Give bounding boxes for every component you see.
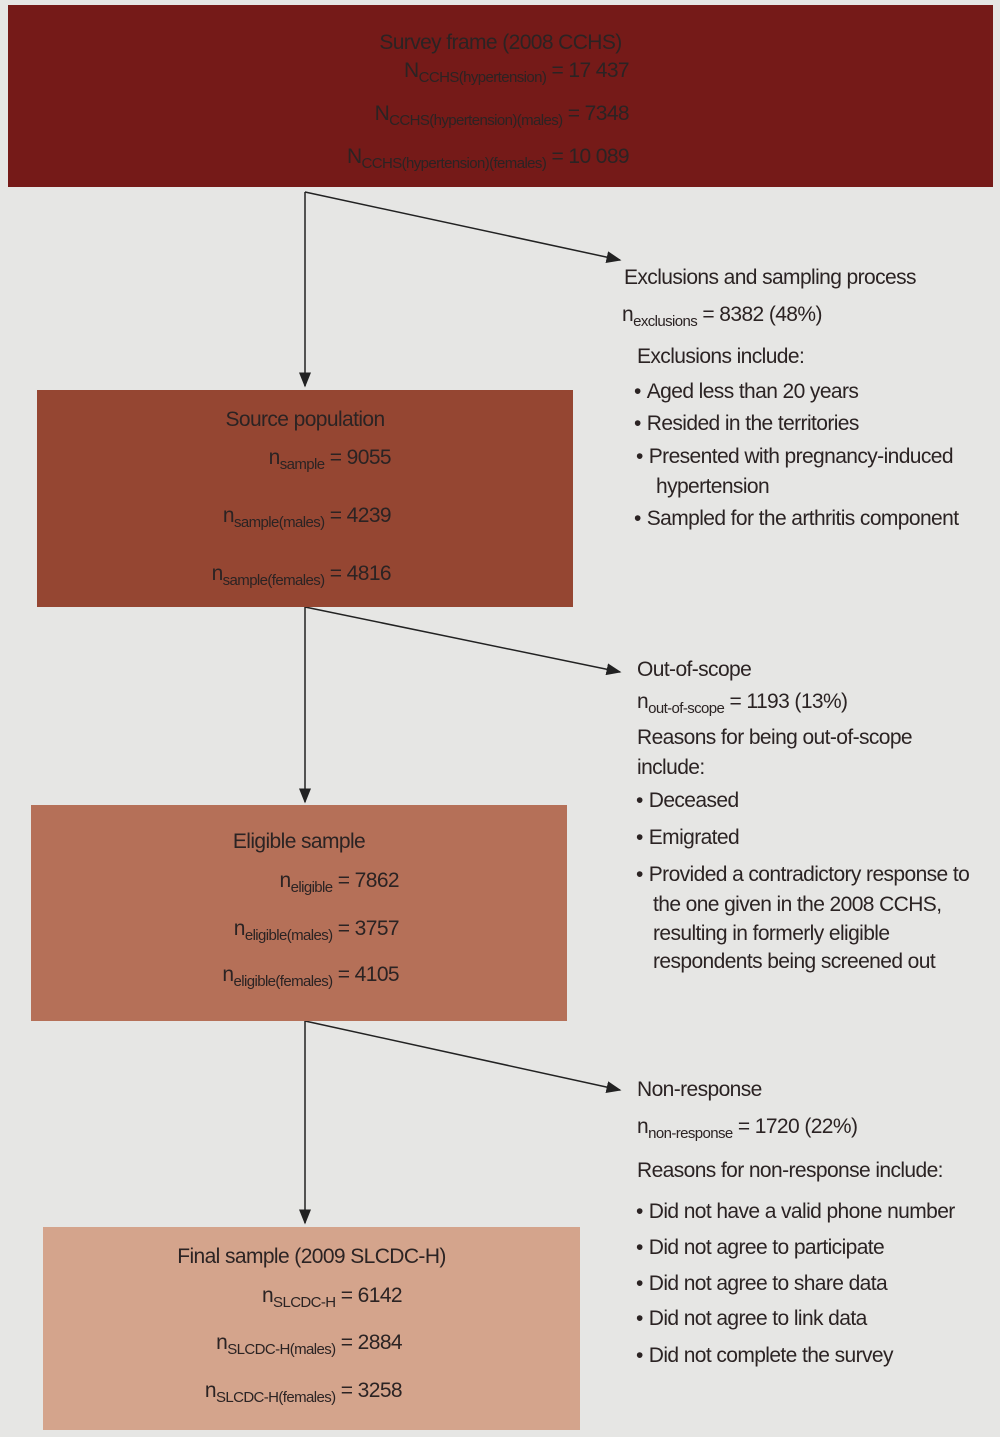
formula: NCCHS(hypertension)(females) = 10 089	[346, 145, 630, 172]
side-title: Out-of-scope	[637, 658, 752, 681]
eligible-sample-box: Eligible sample neligible = 7862 neligib…	[31, 805, 567, 1021]
side-intro: Reasons for non-response include:	[637, 1159, 944, 1182]
side-intro-continued: include:	[637, 756, 705, 779]
list-item: Sampled for the arthritis component	[634, 504, 959, 534]
side-formula: nout-of-scope = 1193 (13%)	[637, 690, 848, 717]
list-item: Did not agree to participate	[636, 1233, 885, 1263]
final-sample-box: Final sample (2009 SLCDC-H) nSLCDC-H = 6…	[43, 1227, 580, 1430]
list-item: Aged less than 20 years	[634, 377, 859, 407]
box-title: Eligible sample	[232, 830, 366, 853]
arrow-side-1	[304, 191, 622, 264]
arrow-side-3	[304, 1020, 622, 1093]
survey-frame-box: Survey frame (2008 CCHS) NCCHS(hypertens…	[8, 5, 993, 187]
list-item: Presented with pregnancy-induced	[636, 442, 954, 472]
side-formula: nexclusions = 8382 (48%)	[622, 303, 822, 330]
side-intro: Reasons for being out-of-scope	[637, 726, 913, 749]
formula: neligible(females) = 4105	[222, 963, 399, 990]
box-title: Source population	[225, 408, 385, 431]
source-population-box: Source population nsample = 9055 nsample…	[37, 390, 573, 607]
formula: NCCHS(hypertension)(males) = 7348	[374, 102, 630, 129]
list-item: Resided in the territories	[634, 409, 860, 439]
list-item-continued: respondents being screened out	[653, 950, 936, 973]
list-item: Did not agree to link data	[636, 1304, 867, 1334]
side-title: Exclusions and sampling process	[624, 266, 916, 289]
box-title: Survey frame (2008 CCHS)	[379, 31, 622, 54]
formula: nSLCDC-H(females) = 3258	[204, 1379, 403, 1406]
box-title: Final sample (2009 SLCDC-H)	[177, 1245, 446, 1268]
list-item: Did not agree to share data	[636, 1269, 888, 1299]
arrow-side-2	[304, 606, 622, 676]
formula: nsample(females) = 4816	[211, 562, 392, 589]
formula: nSLCDC-H = 6142	[261, 1284, 403, 1311]
list-item: Provided a contradictory response to	[636, 860, 970, 890]
list-item: Did not complete the survey	[636, 1341, 894, 1371]
list-item-continued: resulting in formerly eligible	[653, 922, 890, 945]
list-item: Emigrated	[636, 823, 740, 853]
formula: nsample(males) = 4239	[222, 504, 392, 531]
side-formula: nnon-response = 1720 (22%)	[637, 1115, 858, 1142]
list-item-continued: the one given in the 2008 CCHS,	[653, 893, 942, 916]
formula: neligible = 7862	[279, 869, 400, 896]
formula: nSLCDC-H(males) = 2884	[216, 1331, 402, 1358]
formula: neligible(males) = 3757	[233, 917, 400, 944]
list-item-continued: hypertension	[656, 475, 770, 498]
list-item: Did not have a valid phone number	[636, 1197, 956, 1227]
formula: nsample = 9055	[268, 446, 392, 473]
formula: NCCHS(hypertension) = 17 437	[404, 59, 630, 86]
list-item: Deceased	[636, 786, 739, 816]
side-title: Non-response	[637, 1078, 762, 1101]
side-intro: Exclusions include:	[637, 345, 805, 368]
